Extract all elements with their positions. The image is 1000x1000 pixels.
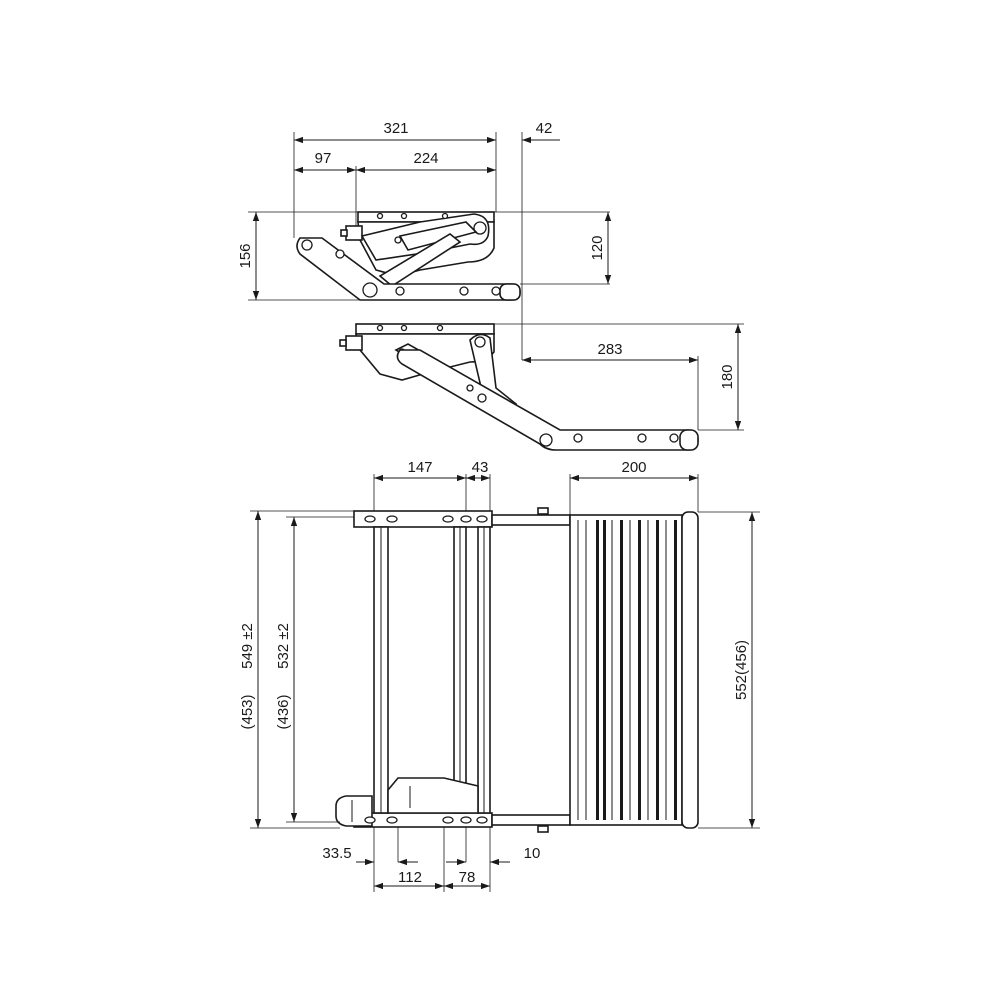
side-view-extended: 283 180 [339, 323, 744, 451]
dim-label: (453) [239, 694, 256, 729]
dim-label: 120 [589, 235, 606, 260]
dim-label: 283 [597, 341, 622, 358]
dim-label: 97 [315, 150, 332, 167]
dim-label: 147 [407, 459, 432, 476]
dim-label: 200 [621, 459, 646, 476]
dim-label: 224 [413, 150, 438, 167]
dim-label: 180 [719, 364, 736, 389]
plan-view: 147 43 200 (453) 549 ±2 (436) 532 ±2 552… [239, 459, 760, 892]
dim-label: 10 [524, 845, 541, 862]
dim-label: 532 ±2 [275, 623, 292, 669]
dim-label: 43 [472, 459, 489, 476]
dim-label: 112 [398, 869, 422, 886]
dim-label: (436) [275, 694, 292, 729]
step-tread-slats [577, 520, 677, 820]
dim-label: 156 [237, 243, 254, 268]
side-view-retracted: 321 42 97 224 156 120 [237, 120, 612, 360]
dim-label: 552(456) [733, 640, 750, 700]
dim-label: 33.5 [322, 845, 351, 862]
dim-label: 42 [536, 120, 553, 137]
dim-label: 549 ±2 [239, 623, 256, 669]
dim-label: 321 [383, 120, 408, 137]
dim-label: 78 [459, 869, 476, 886]
